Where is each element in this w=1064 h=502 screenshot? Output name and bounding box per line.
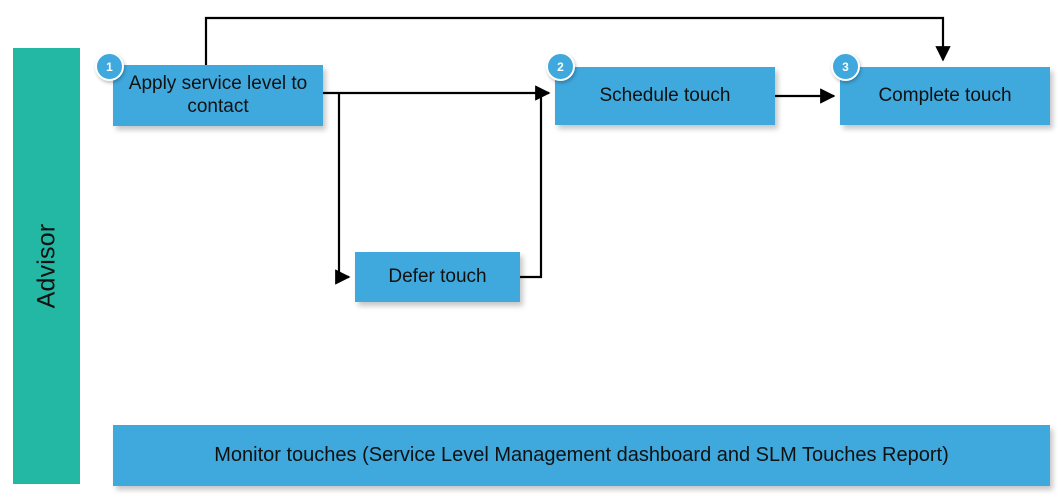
node-apply-label: Apply service level to contact	[128, 73, 308, 117]
node-defer-label: Defer touch	[388, 265, 487, 287]
node-complete-label: Complete touch	[878, 84, 1012, 106]
node-complete-touch[interactable]: Complete touch	[840, 67, 1050, 125]
step-badge-1-label: 1	[106, 59, 113, 74]
step-badge-3-label: 3	[842, 59, 849, 74]
step-badge-2-label: 2	[557, 59, 564, 74]
node-monitor-touches[interactable]: Monitor touches (Service Level Managemen…	[113, 425, 1050, 486]
connector-defer-to-schedule	[520, 93, 543, 279]
swimlane-advisor: Advisor	[13, 48, 80, 484]
swimlane-label: Advisor	[32, 223, 60, 309]
connector-apply-to-defer	[335, 93, 351, 285]
step-badge-3: 3	[831, 52, 860, 81]
step-badge-1: 1	[95, 52, 124, 81]
node-defer-touch[interactable]: Defer touch	[355, 252, 520, 302]
step-badge-2: 2	[546, 52, 575, 81]
node-schedule-label: Schedule touch	[599, 84, 731, 106]
node-schedule-touch[interactable]: Schedule touch	[555, 67, 775, 125]
node-apply-service-level[interactable]: Apply service level to contact	[113, 65, 323, 126]
node-monitor-label: Monitor touches (Service Level Managemen…	[214, 443, 949, 466]
